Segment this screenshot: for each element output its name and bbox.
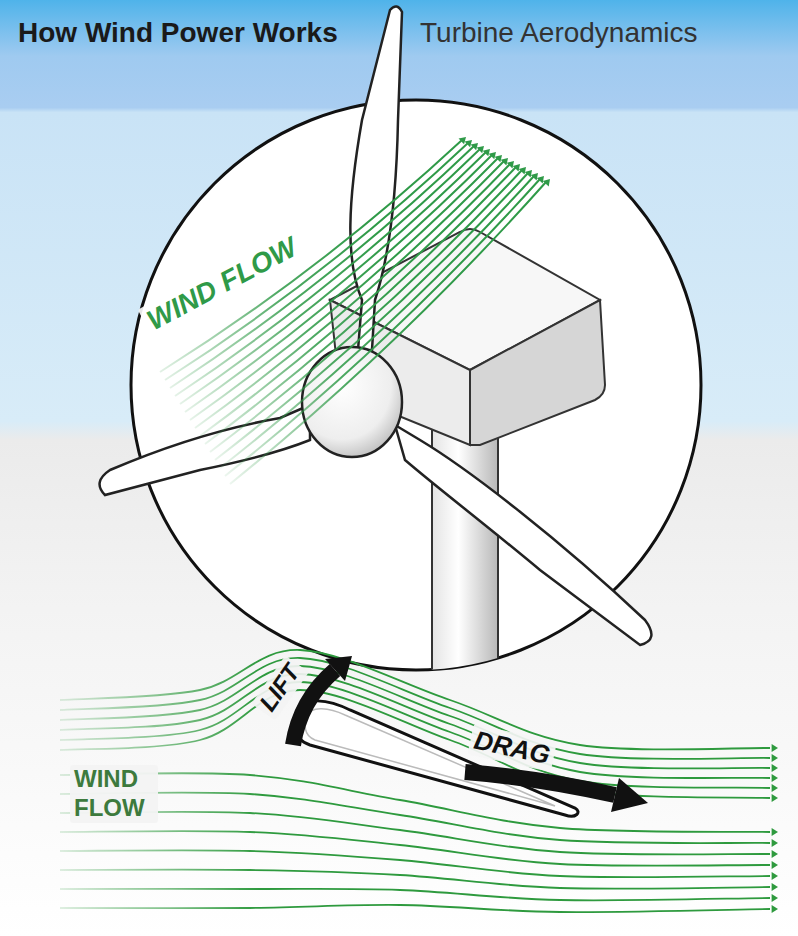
- flow-arrowhead: [495, 155, 502, 162]
- flow-arrowhead: [772, 794, 778, 802]
- streamline: [60, 812, 770, 855]
- wind-flow-line: [205, 167, 516, 444]
- flow-arrowhead: [772, 883, 778, 891]
- flow-arrowhead: [477, 146, 484, 153]
- flow-arrowhead: [531, 173, 538, 180]
- flow-arrowhead: [772, 839, 778, 847]
- wind-flow-lines: [160, 137, 550, 484]
- flow-arrowhead: [489, 152, 496, 159]
- hub: [302, 347, 402, 457]
- flow-arrowhead: [772, 784, 778, 792]
- flow-arrowhead: [772, 774, 778, 782]
- flow-arrowhead: [465, 140, 472, 147]
- streamline: [60, 870, 770, 889]
- flow-arrowhead: [471, 143, 478, 150]
- zoom-circle: [131, 100, 701, 670]
- wind-flow-line: [215, 173, 528, 460]
- wind-flow-line: [225, 179, 540, 476]
- flow-arrowhead: [459, 137, 466, 144]
- flow-arrowhead: [772, 894, 778, 902]
- flow-arrowhead: [501, 158, 508, 165]
- flow-arrowhead: [525, 170, 532, 177]
- flow-arrowhead: [772, 764, 778, 772]
- nacelle-side: [470, 300, 605, 445]
- flow-arrowhead: [519, 167, 526, 174]
- wind-flow-label: WIND FLOW: [70, 765, 158, 823]
- flow-arrowhead: [537, 176, 544, 183]
- flow-arrowhead: [772, 828, 778, 836]
- flow-arrowhead: [513, 164, 520, 171]
- streamline: [60, 792, 770, 843]
- flow-arrowhead: [772, 861, 778, 869]
- airfoil: [295, 701, 578, 816]
- streamline: [60, 889, 770, 900]
- flow-arrowhead: [483, 149, 490, 156]
- blade: [100, 405, 310, 495]
- flow-arrowhead: [543, 179, 550, 186]
- streamlines: [60, 650, 778, 913]
- streamline: [60, 773, 770, 832]
- wind-flow-line: [200, 164, 510, 436]
- wind-flow-line: [195, 161, 504, 428]
- streamline: [60, 850, 770, 877]
- drag-arrowhead: [611, 778, 648, 812]
- flow-arrowhead: [772, 850, 778, 858]
- title: How Wind Power Works: [18, 16, 338, 50]
- wind-flow-line: [230, 182, 546, 484]
- lift-arrowhead: [325, 656, 352, 681]
- wind-flow-line: [220, 176, 534, 468]
- flow-arrowhead: [772, 872, 778, 880]
- flow-arrowhead: [507, 161, 514, 168]
- flow-arrowhead: [772, 754, 778, 762]
- flow-arrowhead: [772, 905, 778, 913]
- blade: [395, 425, 651, 645]
- flow-arrowhead: [772, 744, 778, 752]
- drag-arrow: [465, 772, 615, 795]
- streamline: [60, 905, 770, 912]
- subtitle: Turbine Aerodynamics: [420, 16, 698, 50]
- wind-flow-line: [210, 170, 522, 452]
